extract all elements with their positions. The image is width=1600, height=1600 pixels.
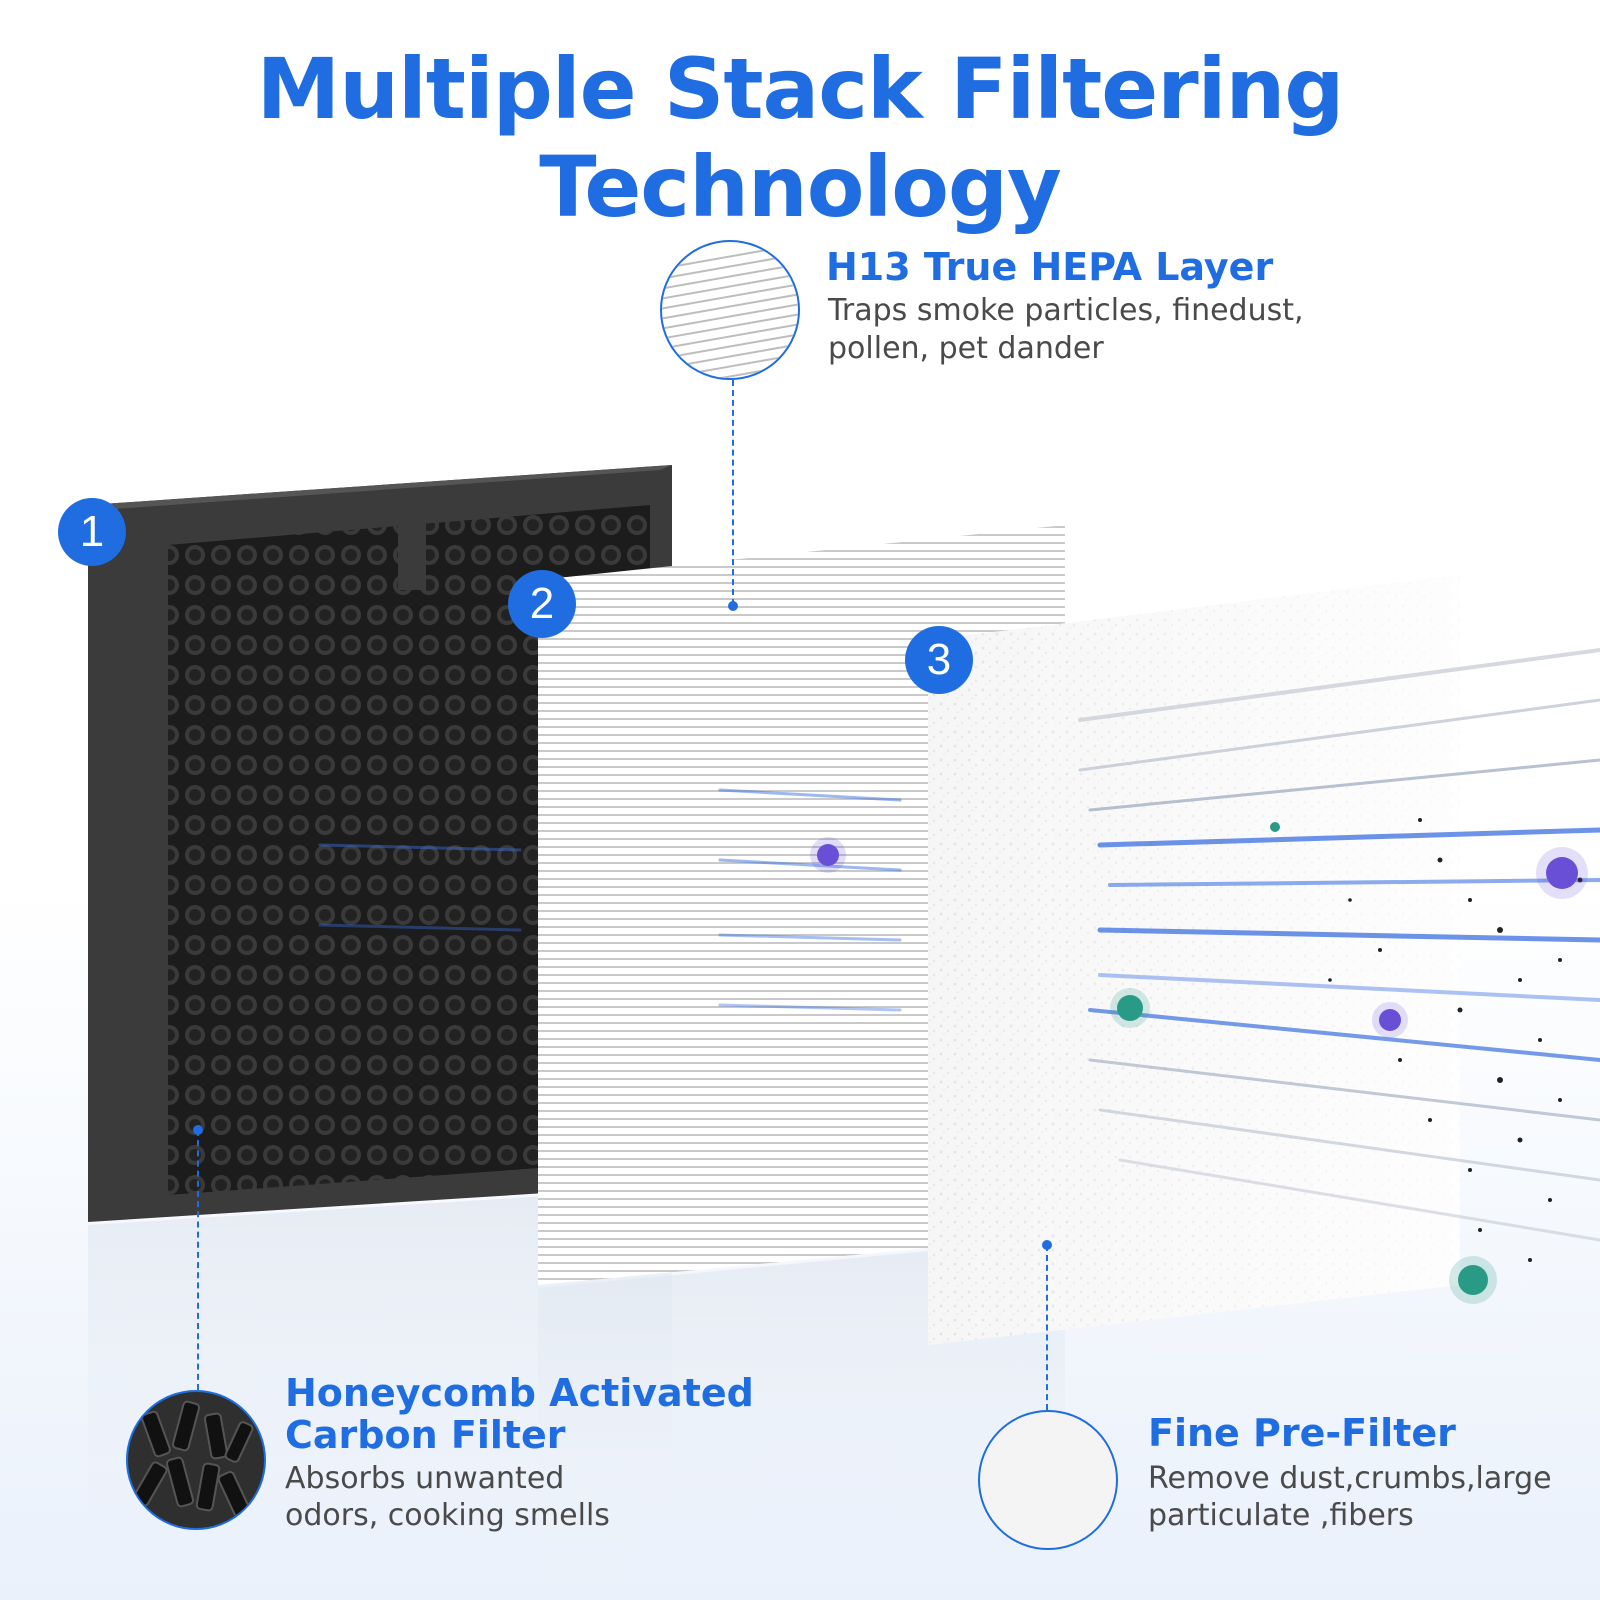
prefilter-connector-dot (1042, 1240, 1052, 1250)
carbon-filter-layer (88, 465, 672, 1222)
hepa-connector-dot (728, 601, 738, 611)
carbon-connector (197, 1130, 199, 1390)
hepa-thumbnail-icon (660, 240, 800, 380)
badge-3: 3 (905, 626, 973, 694)
carbon-heading-line2: Carbon Filter (285, 1413, 566, 1457)
prefilter-desc-line2: particulate ,fibers (1148, 1498, 1414, 1533)
airflow-streaks (318, 648, 1600, 1242)
prefilter-heading: Fine Pre-Filter (1148, 1411, 1456, 1455)
badge-2: 2 (508, 570, 576, 638)
carbon-desc-line2: odors, cooking smells (285, 1498, 610, 1533)
page-title: Multiple Stack Filtering Technology (256, 40, 1345, 236)
dust-particles (1328, 818, 1583, 1262)
hepa-desc-line1: Traps smoke particles, finedust, (828, 293, 1304, 328)
hepa-connector (732, 380, 734, 605)
pre-filter-layer (928, 575, 1460, 1345)
carbon-connector-dot (193, 1125, 203, 1135)
pre-filter-thumbnail-icon (978, 1410, 1118, 1550)
virus-particles (810, 822, 1588, 1304)
hepa-heading: H13 True HEPA Layer (826, 245, 1274, 289)
badge-1: 1 (58, 498, 126, 566)
prefilter-desc-line1: Remove dust,crumbs,large (1148, 1461, 1552, 1496)
hepa-desc-line2: pollen, pet dander (828, 331, 1104, 366)
prefilter-connector (1046, 1245, 1048, 1410)
carbon-heading-line1: Honeycomb Activated (285, 1371, 754, 1415)
carbon-desc-line1: Absorbs unwanted (285, 1461, 565, 1496)
carbon-thumbnail-icon (126, 1390, 266, 1530)
